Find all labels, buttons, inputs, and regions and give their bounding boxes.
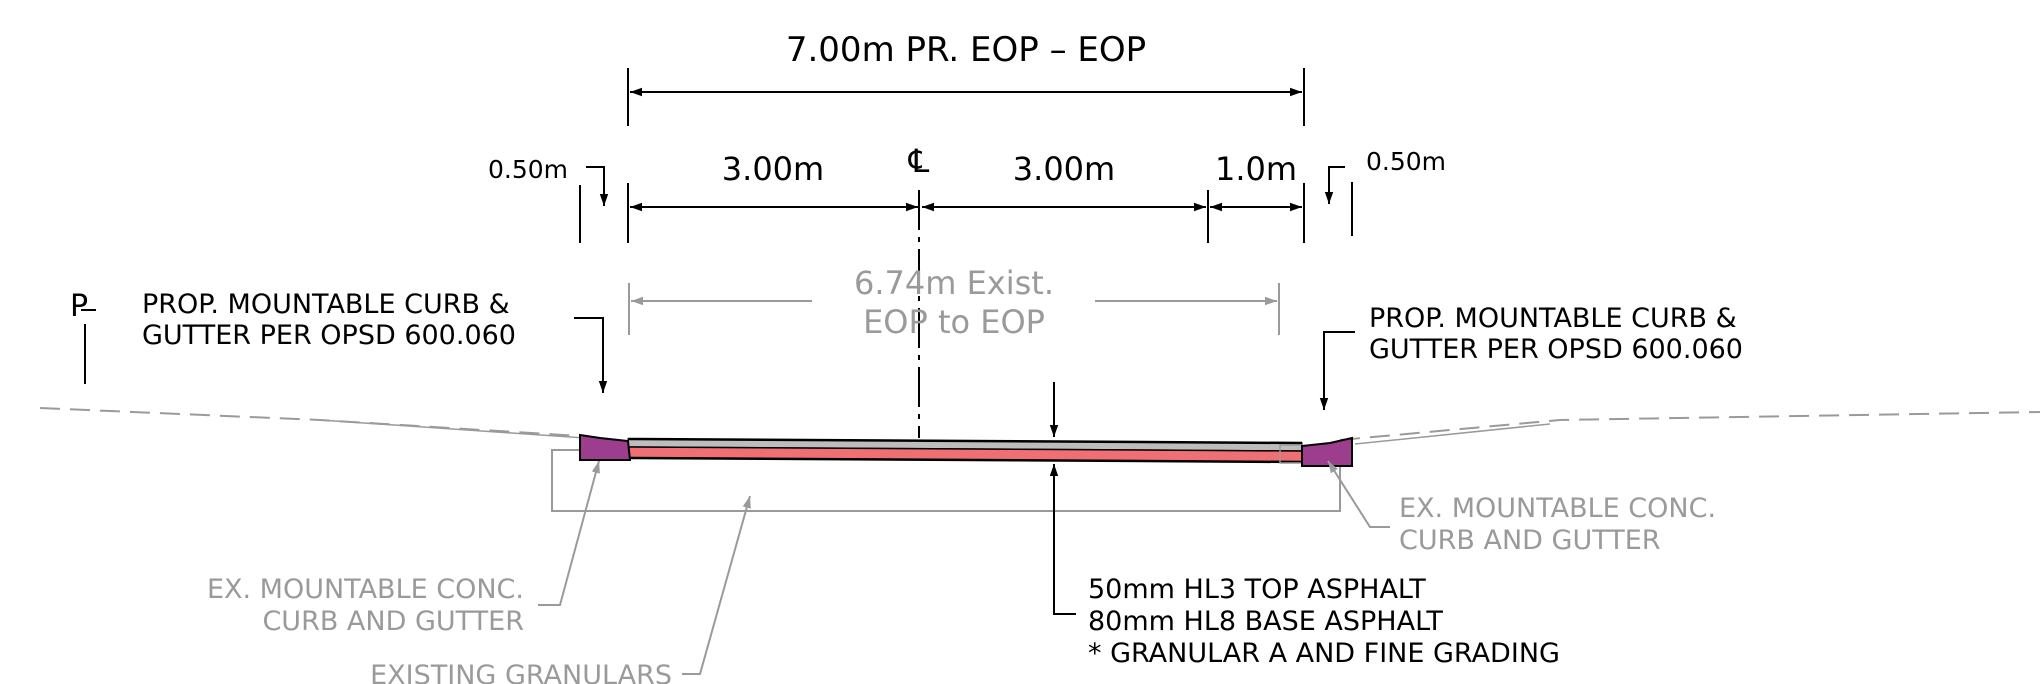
existing-granulars-callout: EXISTING GRANULARS [370,495,751,684]
overall-dimension: 7.00m PR. EOP – EOP [627,30,1305,126]
ex-curb-left-text-2: CURB AND GUTTER [262,606,524,637]
centerline: ℄ [908,142,930,438]
ex-curb-right-text-2: CURB AND GUTTER [1399,525,1661,556]
offset-left-label: 0.50m [488,155,568,184]
existing-ground-line [39,407,2040,445]
prop-curb-left-text-1: PROP. MOUNTABLE CURB & [142,289,510,320]
pavement-text-2: 80mm HL8 BASE ASPHALT [1088,606,1443,637]
property-line: P [70,289,96,384]
existing-width-label-line2: EOP to EOP [863,303,1045,341]
lane-right-label: 3.00m [1013,150,1115,188]
existing-granulars-text: EXISTING GRANULARS [370,660,672,684]
offset-left: 0.50m [488,155,609,243]
existing-width-dimension: 6.74m Exist. EOP to EOP [628,264,1280,341]
ex-curb-left-callout: EX. MOUNTABLE CONC. CURB AND GUTTER [207,460,600,637]
shoulder-right-label: 1.0m [1215,150,1297,188]
prop-curb-right-text-2: GUTTER PER OPSD 600.060 [1369,334,1743,365]
pavement-text-3: * GRANULAR A AND FINE GRADING [1088,638,1560,669]
ex-curb-left-text-1: EX. MOUNTABLE CONC. [207,574,524,605]
prop-curb-left-callout: PROP. MOUNTABLE CURB & GUTTER PER OPSD 6… [142,289,608,393]
lane-dimensions: 3.00m 3.00m 1.0m [627,150,1305,243]
prop-curb-right-callout: PROP. MOUNTABLE CURB & GUTTER PER OPSD 6… [1319,303,1743,410]
offset-right: 0.50m [1324,147,1446,236]
prop-curb-right-text-1: PROP. MOUNTABLE CURB & [1369,303,1737,334]
centerline-symbol: ℄ [908,142,930,180]
offset-right-label: 0.50m [1366,147,1446,176]
property-line-symbol: P [70,289,88,324]
pavement-callout: 50mm HL3 TOP ASPHALT 80mm HL8 BASE ASPHA… [1049,382,1560,669]
pavement-text-1: 50mm HL3 TOP ASPHALT [1088,574,1426,605]
ex-curb-right-text-1: EX. MOUNTABLE CONC. [1399,493,1716,524]
prop-curb-right [1301,436,1353,467]
pavement-structure [627,437,1303,464]
overall-dimension-label: 7.00m PR. EOP – EOP [786,30,1146,70]
existing-width-label-line1: 6.74m Exist. [854,264,1054,302]
prop-curb-left-text-2: GUTTER PER OPSD 600.060 [142,320,516,351]
prop-curb-left [579,433,632,461]
ex-curb-right-callout: EX. MOUNTABLE CONC. CURB AND GUTTER [1327,460,1716,556]
lane-left-label: 3.00m [722,150,824,188]
